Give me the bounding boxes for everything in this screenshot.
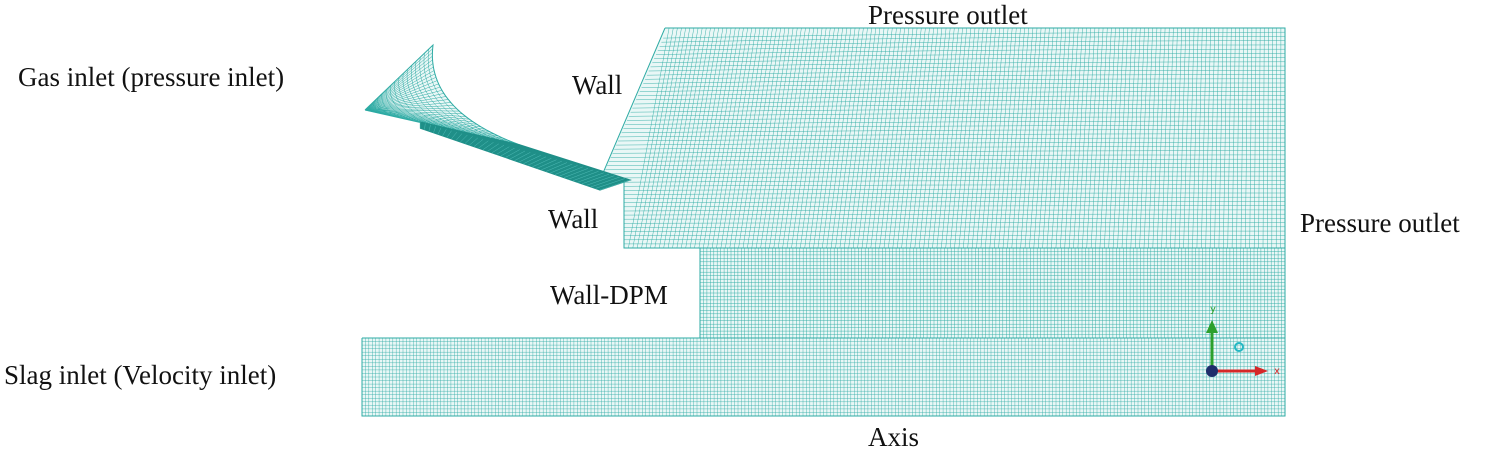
mesh-nozzle-channel-grid [419,122,631,191]
mesh-upper-chamber [599,27,1286,249]
computational-mesh [361,27,1286,417]
slag-inlet-label: Slag inlet (Velocity inlet) [4,360,277,390]
mesh-nozzle-channel [419,121,632,191]
mesh-slag-region-grid [362,338,1285,416]
mesh-lower-right-grid [700,248,1285,338]
pressure-outlet-right-label: Pressure outlet [1300,208,1460,238]
z-axis-marker [1234,342,1244,352]
mesh-upper-chamber-grid [601,27,1286,249]
wall-top-label: Wall [572,70,623,100]
gas-inlet-label: Gas inlet (pressure inlet) [18,62,285,92]
wall-dpm-label: Wall-DPM [550,280,668,310]
mesh-slag-region [361,337,1286,417]
y-axis-label: y [1210,304,1216,315]
pressure-outlet-top-label: Pressure outlet [868,0,1028,30]
coordinate-axes-icon: yx [1206,304,1280,377]
wall-mid-label: Wall [548,204,599,234]
axis-origin [1206,365,1218,377]
x-axis-label: x [1274,366,1280,377]
x-axis-arrowhead [1255,366,1268,376]
y-axis-arrowhead [1206,320,1218,333]
mesh-nozzle-channel-body [419,121,632,191]
axis-label: Axis [868,422,920,452]
mesh-lower-right [699,247,1286,339]
